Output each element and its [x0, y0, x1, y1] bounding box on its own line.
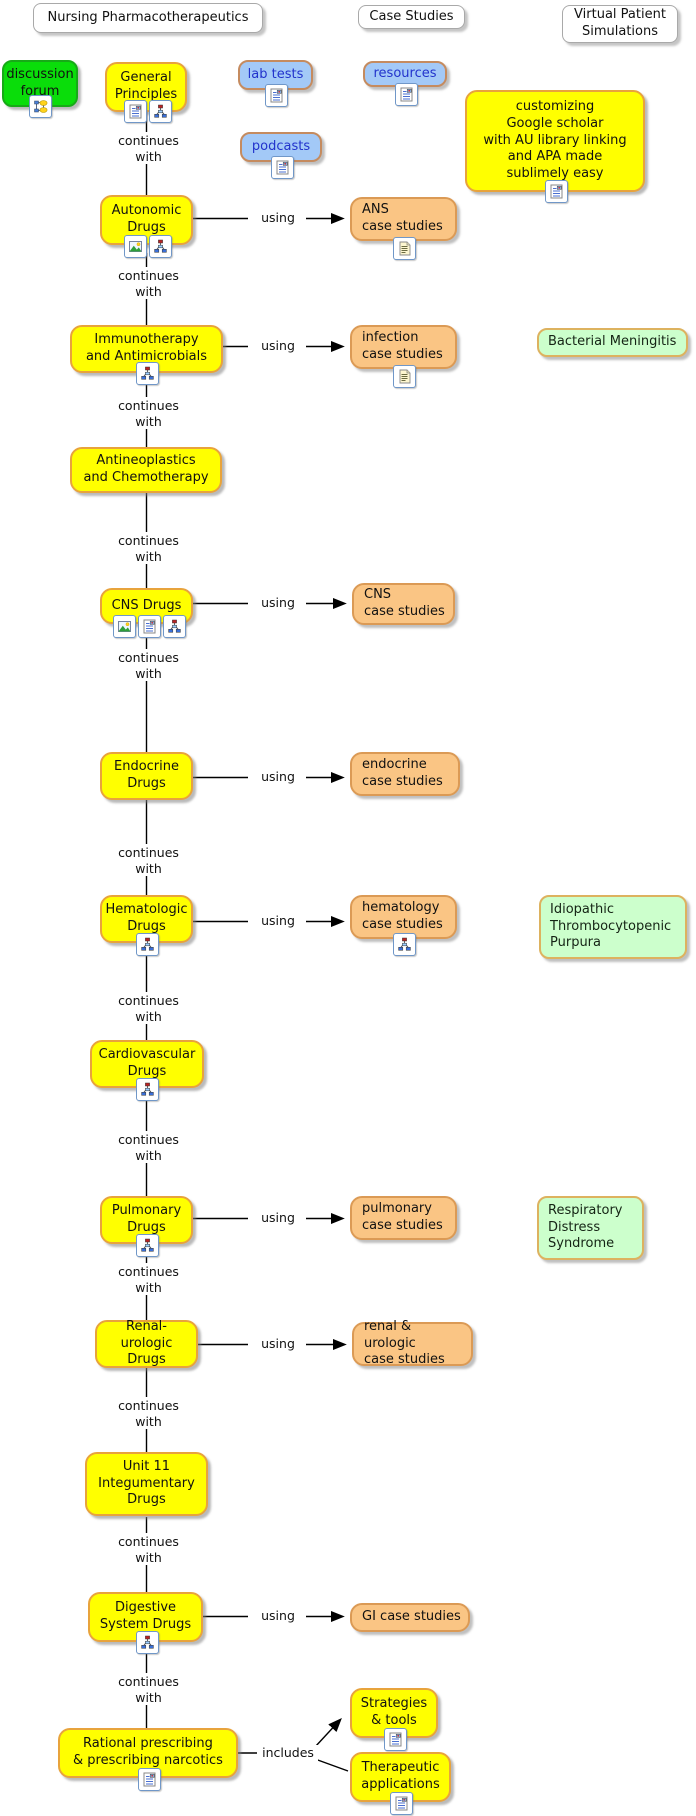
node-unit-11-integumentary-drugs[interactable]: Unit 11 Integumentary Drugs	[85, 1452, 208, 1516]
document-image-icon[interactable]	[384, 1728, 407, 1751]
immunotherapy-icons	[136, 362, 159, 385]
autonomic-drugs-icons	[124, 235, 172, 258]
link-label-continues-with: continues with	[104, 1674, 193, 1706]
node-renal-urologic-drugs[interactable]: Renal-urologic Drugs	[95, 1319, 198, 1368]
document-image-icon[interactable]	[545, 180, 568, 203]
node-resources[interactable]: resources	[363, 61, 447, 87]
document-image-icon[interactable]	[124, 100, 147, 123]
node-autonomic-drugs[interactable]: Autonomic Drugs	[100, 195, 193, 245]
link-label-continues-with: continues with	[104, 533, 193, 565]
link-label-using: using	[250, 1608, 306, 1624]
link-label-continues-with: continues with	[104, 1264, 193, 1296]
concept-map-icon[interactable]	[136, 1631, 159, 1654]
node-customizing-google-scholar[interactable]: customizing Google scholar with AU libra…	[465, 90, 645, 192]
discussion-threads-icon[interactable]	[29, 95, 52, 118]
digestive-icons	[136, 1631, 159, 1654]
resources-icons	[395, 83, 418, 106]
link-label-continues-with: continues with	[104, 1534, 193, 1566]
image-icon[interactable]	[113, 615, 136, 638]
infection-case-icons	[393, 365, 416, 388]
link-label-using: using	[250, 210, 306, 226]
node-ans-case-studies[interactable]: ANS case studies	[350, 197, 457, 241]
concept-map-icon[interactable]	[136, 1234, 159, 1257]
link-label-continues-with: continues with	[104, 268, 193, 300]
document-image-icon[interactable]	[390, 1792, 413, 1815]
node-renal-urologic-case-studies[interactable]: renal & urologic case studies	[352, 1319, 473, 1367]
lab-tests-icons	[265, 84, 288, 107]
link-label-continues-with: continues with	[104, 993, 193, 1025]
hematologic-icons	[136, 933, 159, 956]
node-virtual-patient-simulations-header[interactable]: Virtual Patient Simulations	[562, 5, 678, 43]
link-label-using: using	[250, 338, 306, 354]
link-label-using: using	[250, 1210, 306, 1226]
concept-map-icon[interactable]	[149, 235, 172, 258]
hematology-case-icons	[393, 933, 416, 956]
node-nursing-pharmacotherapeutics[interactable]: Nursing Pharmacotherapeutics	[33, 3, 263, 33]
document-image-icon[interactable]	[138, 615, 161, 638]
node-gi-case-studies[interactable]: GI case studies	[350, 1603, 470, 1632]
concept-map-icon[interactable]	[136, 933, 159, 956]
rational-icons	[138, 1768, 161, 1791]
node-respiratory-distress-syndrome[interactable]: Respiratory Distress Syndrome	[537, 1196, 644, 1260]
concept-map-icon[interactable]	[136, 362, 159, 385]
concept-map-icon[interactable]	[393, 933, 416, 956]
general-principles-icons	[124, 100, 172, 123]
ans-case-icons	[393, 237, 416, 260]
node-endocrine-drugs[interactable]: Endocrine Drugs	[100, 752, 193, 800]
concept-map-icon[interactable]	[149, 100, 172, 123]
link-label-using: using	[250, 769, 306, 785]
link-label-continues-with: continues with	[104, 1132, 193, 1164]
concept-map-icon[interactable]	[163, 615, 186, 638]
therapeutic-icons	[390, 1792, 413, 1815]
node-endocrine-case-studies[interactable]: endocrine case studies	[350, 752, 460, 796]
node-podcasts[interactable]: podcasts	[240, 132, 322, 162]
node-infection-case-studies[interactable]: infection case studies	[350, 325, 457, 369]
text-document-icon[interactable]	[393, 237, 416, 260]
podcasts-icons	[271, 156, 294, 179]
node-antineoplastics-chemotherapy[interactable]: Antineoplastics and Chemotherapy	[70, 447, 222, 493]
node-digestive-system-drugs[interactable]: Digestive System Drugs	[88, 1592, 203, 1642]
cardiovascular-icons	[136, 1078, 159, 1101]
link-label-continues-with: continues with	[104, 845, 193, 877]
document-image-icon[interactable]	[138, 1768, 161, 1791]
link-label-using: using	[250, 913, 306, 929]
link-label-continues-with: continues with	[104, 1398, 193, 1430]
image-icon[interactable]	[124, 235, 147, 258]
node-bacterial-meningitis[interactable]: Bacterial Meningitis	[537, 328, 688, 357]
node-idiopathic-thrombocytopenic-purpura[interactable]: Idiopathic Thrombocytopenic Purpura	[539, 895, 687, 959]
link-label-includes: includes	[258, 1745, 318, 1761]
link-label-continues-with: continues with	[104, 398, 193, 430]
document-image-icon[interactable]	[395, 83, 418, 106]
discussion-forum-icons	[29, 95, 52, 118]
strategies-icons	[384, 1728, 407, 1751]
link-label-using: using	[250, 1336, 306, 1352]
cns-drugs-icons	[113, 615, 186, 638]
document-image-icon[interactable]	[265, 84, 288, 107]
node-hematology-case-studies[interactable]: hematology case studies	[350, 895, 457, 939]
document-image-icon[interactable]	[271, 156, 294, 179]
node-case-studies-header[interactable]: Case Studies	[358, 5, 465, 29]
pulmonary-icons	[136, 1234, 159, 1257]
link-label-using: using	[250, 595, 306, 611]
text-document-icon[interactable]	[393, 365, 416, 388]
customizing-icons	[545, 180, 568, 203]
link-label-continues-with: continues with	[104, 133, 193, 165]
concept-map-icon[interactable]	[136, 1078, 159, 1101]
link-label-continues-with: continues with	[104, 650, 193, 682]
node-pulmonary-case-studies[interactable]: pulmonary case studies	[350, 1196, 457, 1240]
node-cns-case-studies[interactable]: CNS case studies	[352, 583, 455, 625]
